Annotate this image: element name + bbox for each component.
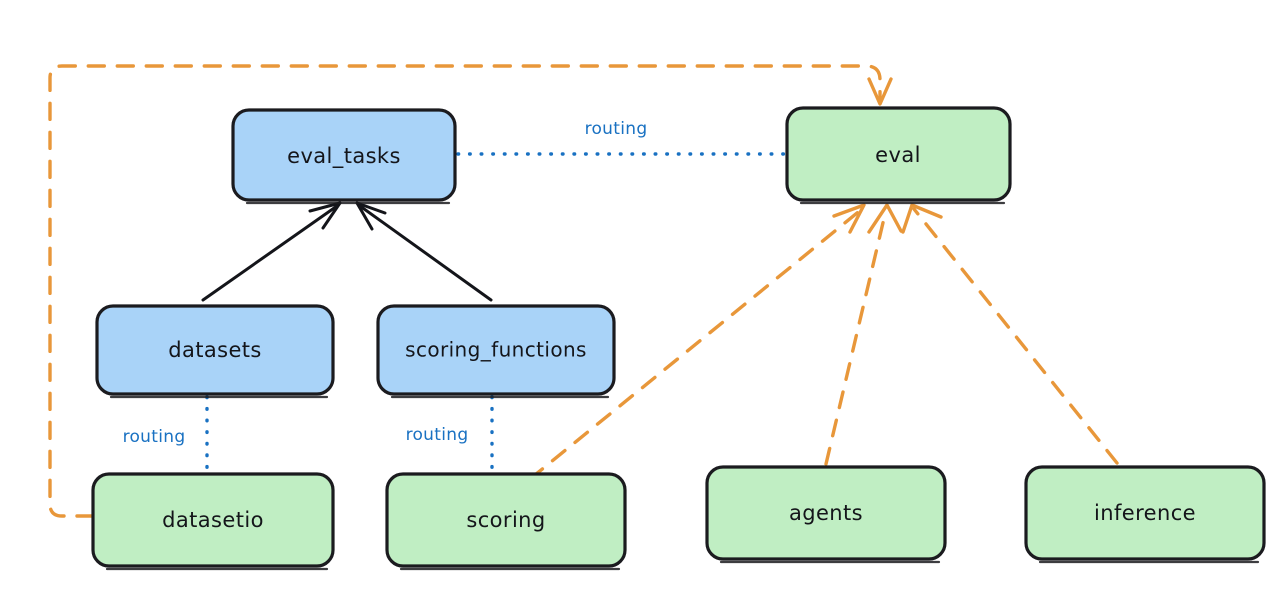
edge-label-routing-eval-tasks-eval: routing xyxy=(585,119,648,139)
node-datasets-label: datasets xyxy=(168,338,262,362)
node-eval_tasks[interactable]: eval_tasks xyxy=(231,108,457,205)
node-scoring_functions[interactable]: scoring_functions xyxy=(376,304,616,399)
edge-datasetio-to-eval xyxy=(48,64,882,518)
arrowhead-datasetio-eval xyxy=(867,77,893,106)
edge-inference-to-eval xyxy=(912,207,1119,465)
arrowhead-scoring-eval xyxy=(832,203,866,234)
edge-agents-to-eval xyxy=(824,208,888,466)
arrowhead-inference-eval xyxy=(901,203,943,234)
node-inference-shape[interactable] xyxy=(1024,465,1266,561)
edge-layer xyxy=(48,64,1119,518)
node-eval_tasks-label: eval_tasks xyxy=(287,144,401,169)
node-scoring_functions-shape[interactable] xyxy=(376,304,616,396)
node-datasets[interactable]: datasets xyxy=(95,304,335,399)
node-layer: eval_tasks eval datasets scoring_functio… xyxy=(91,106,1266,571)
edge-datasets-to-eval-tasks xyxy=(201,204,339,302)
edge-label-routing-scoring-functions-scoring: routing xyxy=(406,425,469,445)
node-scoring_functions-label: scoring_functions xyxy=(405,338,587,362)
node-eval-shape[interactable] xyxy=(785,106,1012,202)
node-datasets-shape[interactable] xyxy=(95,304,335,396)
edge-scoring-to-eval xyxy=(528,207,864,481)
edge-scoring-functions-to-eval-tasks xyxy=(358,204,493,302)
node-scoring-shape[interactable] xyxy=(385,472,627,568)
node-datasetio[interactable]: datasetio xyxy=(91,472,335,571)
edge-label-routing-datasets-datasetio: routing xyxy=(123,427,186,447)
node-agents-shape[interactable] xyxy=(705,465,947,561)
node-agents-label: agents xyxy=(789,501,863,525)
node-agents[interactable]: agents xyxy=(705,465,947,564)
arrowhead-agents-eval xyxy=(867,203,903,234)
node-inference[interactable]: inference xyxy=(1024,465,1266,564)
node-datasetio-label: datasetio xyxy=(162,508,264,532)
node-datasetio-shape[interactable] xyxy=(91,472,335,568)
node-eval-label: eval xyxy=(875,143,921,167)
node-eval[interactable]: eval xyxy=(785,106,1012,205)
node-inference-label: inference xyxy=(1094,501,1196,525)
edge-label-layer: routing routing routing xyxy=(123,119,648,447)
node-scoring-label: scoring xyxy=(466,508,545,532)
node-scoring[interactable]: scoring xyxy=(385,472,627,571)
node-eval_tasks-shape[interactable] xyxy=(231,108,457,202)
